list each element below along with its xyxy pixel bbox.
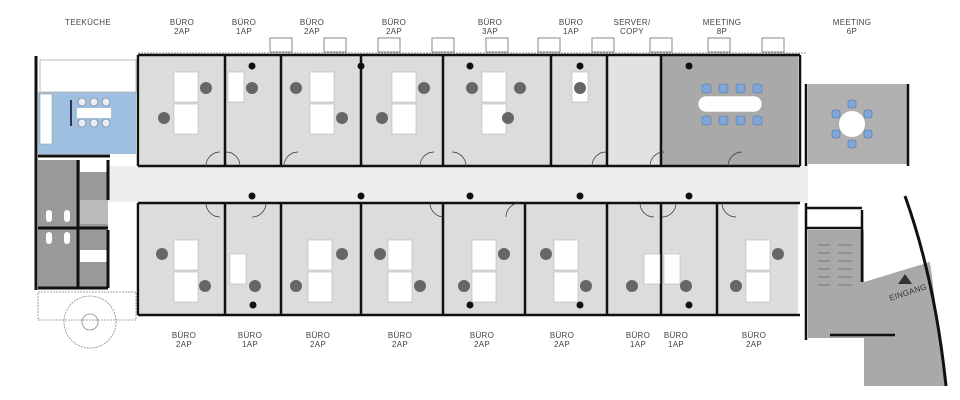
room-label: SERVER/COPY bbox=[613, 18, 651, 36]
columns bbox=[248, 62, 693, 309]
room-label: TEEKÜCHE bbox=[65, 18, 111, 27]
spiral-stair bbox=[37, 291, 137, 349]
teekueche bbox=[38, 92, 136, 154]
entrance-area bbox=[864, 262, 946, 386]
office-chairs bbox=[156, 82, 784, 292]
entrance-arrow-icon bbox=[898, 274, 912, 284]
meeting-chairs bbox=[701, 83, 873, 149]
desks bbox=[173, 71, 771, 303]
corridor bbox=[108, 166, 808, 202]
stairwell bbox=[808, 230, 864, 338]
doors bbox=[205, 151, 743, 218]
facade-windows bbox=[269, 37, 785, 53]
